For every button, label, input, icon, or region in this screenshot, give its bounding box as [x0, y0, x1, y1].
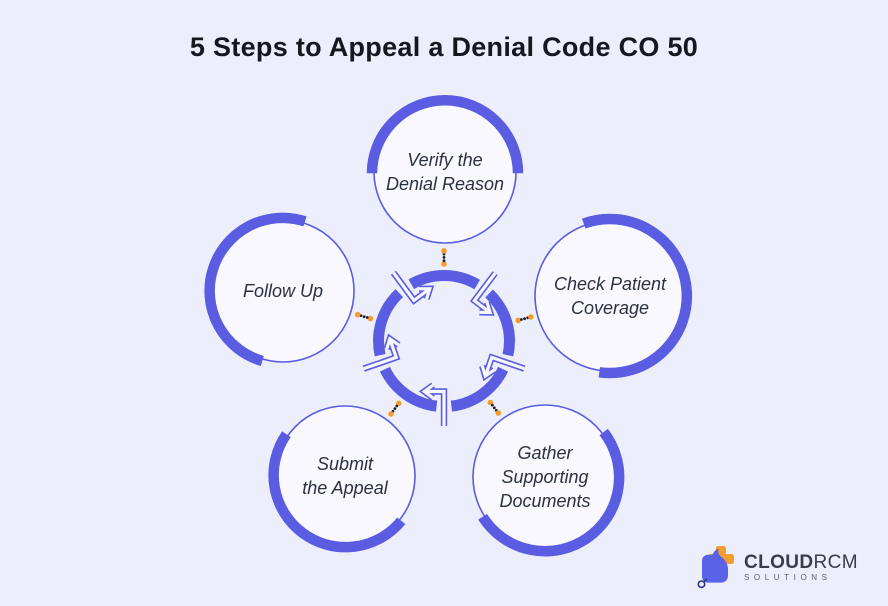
- page-title: 5 Steps to Appeal a Denial Code CO 50: [189, 32, 699, 62]
- step-circle-check-patient-coverage: [534, 213, 693, 379]
- step-circle-verify-denial-reason: [366, 95, 524, 244]
- brand-name-cloud: CLOUD: [743, 551, 814, 573]
- connector-dots: [354, 248, 534, 417]
- connector: [515, 314, 534, 324]
- brand-subtitle: SOLUTIONS: [743, 572, 832, 582]
- connector: [388, 400, 402, 417]
- brand-name-rcm: RCM: [813, 551, 858, 573]
- cloudrcm-logo-text: CLOUDRCM SOLUTIONS: [744, 553, 858, 582]
- center-ring: [373, 270, 515, 412]
- connector: [487, 399, 502, 416]
- step-circle-follow-up: [204, 212, 355, 367]
- step-circle-gather-supporting-documents: [472, 404, 625, 557]
- connector: [354, 311, 374, 322]
- step-circle-submit-the-appeal: [268, 405, 416, 553]
- connector: [441, 248, 447, 267]
- brand-name: CLOUDRCM: [744, 553, 858, 572]
- cloudrcm-logo: CLOUDRCM SOLUTIONS: [695, 544, 858, 590]
- cloudrcm-logo-icon: [697, 546, 734, 589]
